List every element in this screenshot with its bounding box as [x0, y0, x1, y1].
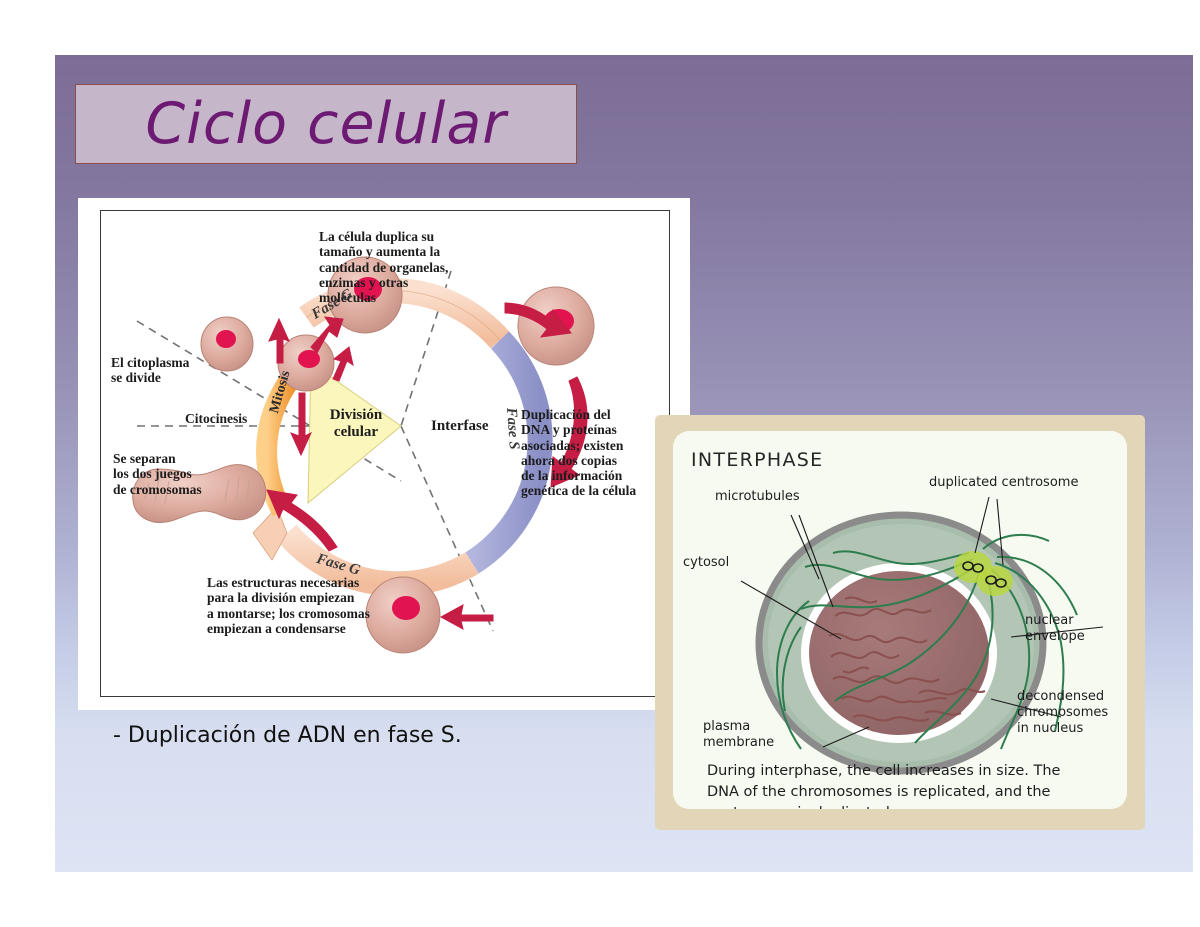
label-plasma-membrane: plasma membrane — [703, 719, 775, 750]
label-cytokinesis: Citocinesis — [185, 411, 248, 426]
centrosome-pair — [954, 551, 1013, 596]
interphase-figure: INTERPHASE microtubules cytosol duplicat… — [655, 415, 1145, 830]
label-cytosol: cytosol — [683, 555, 730, 570]
label-fase-s: Fase S — [503, 407, 522, 451]
label-chromosome-sets: Se separan los dos juegos de cromosomas — [113, 451, 202, 497]
cell-top — [327, 256, 403, 334]
label-interphase: Interfase — [431, 418, 489, 434]
label-duplicated-centrosome: duplicated centrosome — [929, 475, 1079, 490]
cell-middle — [277, 334, 335, 392]
label-s-description: Duplicación del DNA y proteínas asociada… — [521, 407, 637, 499]
interphase-caption: During interphase, the cell increases in… — [707, 763, 1061, 809]
page-title: Ciclo celular — [145, 91, 507, 157]
cell-cycle-figure: La célula duplica su tamaño y aumenta la… — [78, 198, 690, 710]
label-microtubules: microtubules — [715, 489, 800, 504]
label-g1-description: La célula duplica su tamaño y aumenta la… — [319, 229, 449, 305]
bullet-text: - Duplicación de ADN en fase S. — [113, 723, 462, 748]
cell-dividing — [132, 464, 267, 523]
cell-left — [200, 316, 254, 372]
interphase-figure-inner: INTERPHASE microtubules cytosol duplicat… — [673, 431, 1127, 809]
label-cell-division: División celular — [329, 407, 383, 440]
slide-canvas: Ciclo celular — [55, 55, 1193, 872]
interphase-cell-illustration — [740, 496, 1104, 775]
label-cytoplasm-divides: El citoplasma se divide — [111, 355, 190, 386]
interphase-heading: INTERPHASE — [691, 449, 824, 471]
label-nuclear-envelope: nuclear envelope — [1025, 613, 1085, 644]
cell-cycle-illustration — [132, 256, 595, 654]
slide-title-box: Ciclo celular — [75, 84, 577, 164]
cell-bottom — [365, 576, 441, 654]
cell-cycle-figure-inner: La célula duplica su tamaño y aumenta la… — [100, 210, 670, 697]
label-decondensed-chromosomes: decondensed chromosomes in nucleus — [1017, 689, 1109, 736]
label-g2-description: Las estructuras necesarias para la divis… — [207, 575, 370, 636]
